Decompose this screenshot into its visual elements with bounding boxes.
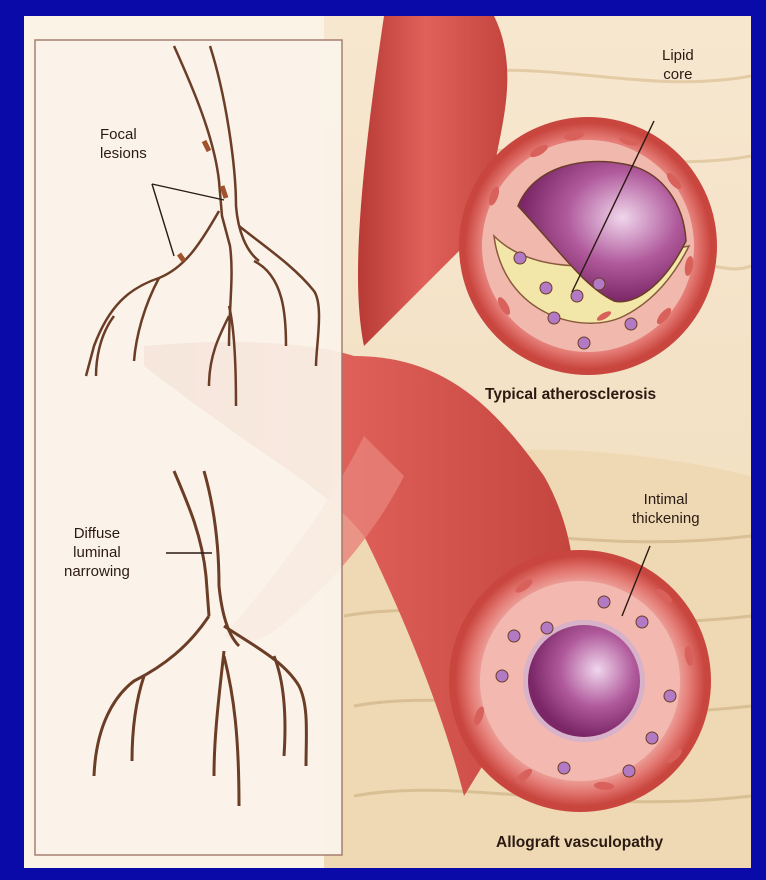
diffuse-line-2: luminal <box>64 543 130 562</box>
allograft-vasculopathy-caption: Allograft vasculopathy <box>496 833 663 852</box>
diffuse-line-1: Diffuse <box>64 524 130 543</box>
figure-frame: Focal lesions Diffuse luminal narrowing … <box>24 16 751 868</box>
intimal-line-1: Intimal <box>632 490 700 509</box>
focal-lesions-line-1: Focal <box>100 125 147 144</box>
atherosclerosis-cross-section <box>459 117 717 375</box>
lipid-core-line-2: core <box>662 65 694 84</box>
focal-lesions-label: Focal lesions <box>100 125 147 163</box>
diffuse-line-3: narrowing <box>64 562 130 581</box>
intimal-line-2: thickening <box>632 509 700 528</box>
intimal-thickening-label: Intimal thickening <box>632 490 700 528</box>
lipid-core-label: Lipid core <box>662 46 694 84</box>
left-panel <box>35 40 342 855</box>
focal-lesions-line-2: lesions <box>100 144 147 163</box>
typical-atherosclerosis-caption: Typical atherosclerosis <box>485 385 656 404</box>
lipid-core-line-1: Lipid <box>662 46 694 65</box>
diffuse-narrowing-label: Diffuse luminal narrowing <box>64 524 130 581</box>
